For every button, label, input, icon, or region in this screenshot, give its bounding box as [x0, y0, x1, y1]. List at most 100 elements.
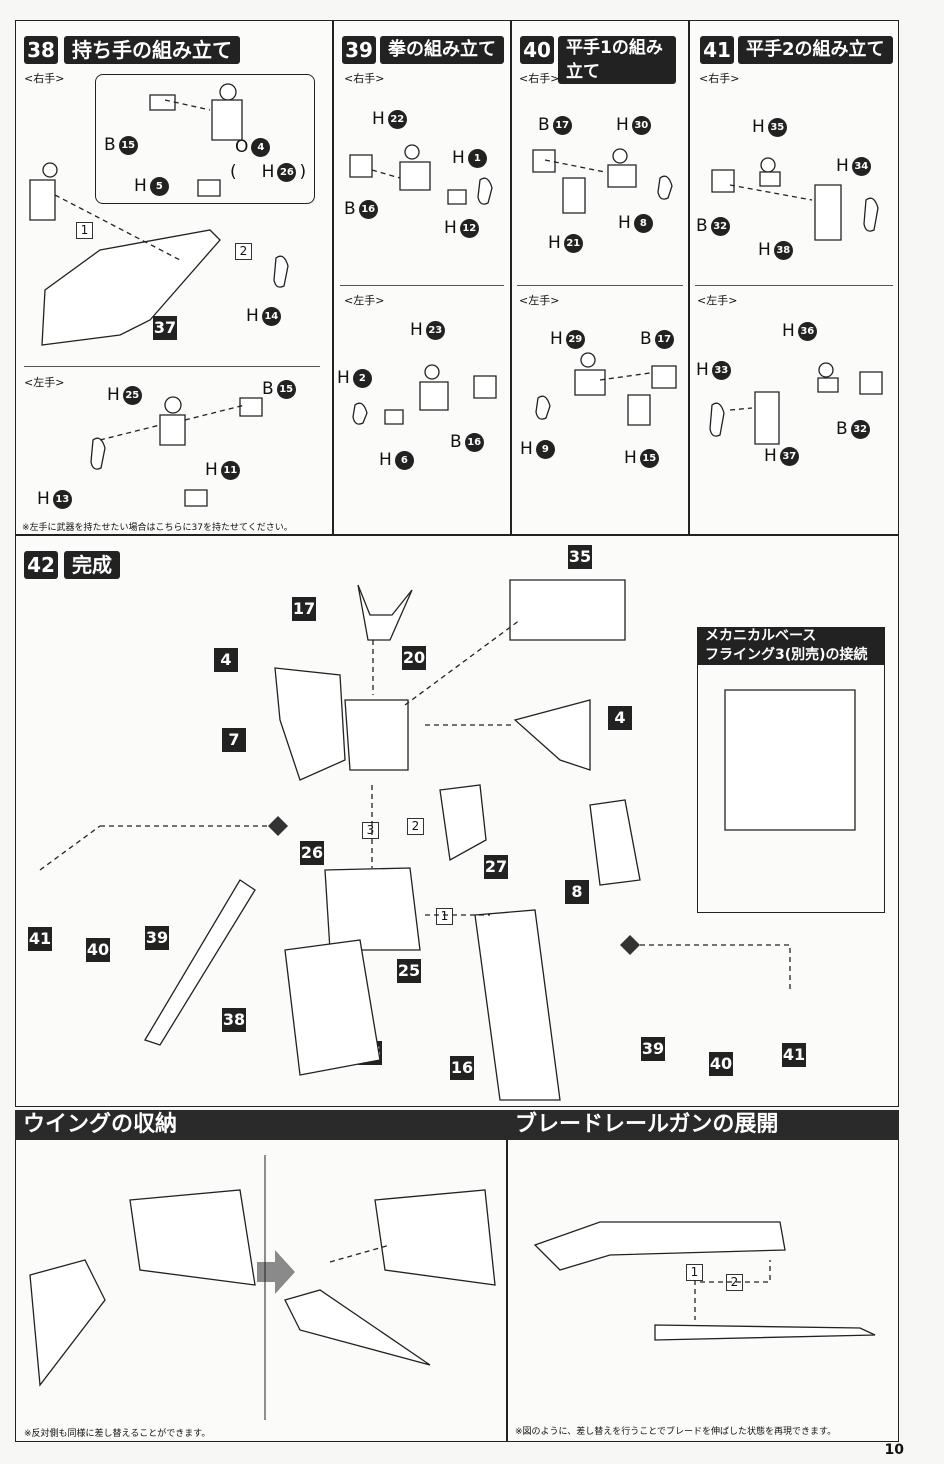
part-letter: H [752, 117, 765, 137]
part-41-label: 41 [28, 927, 52, 951]
finger-sketch [709, 402, 725, 437]
part-number: 16 [358, 199, 378, 219]
part-38-label: 38 [222, 1008, 246, 1032]
part-number: 23 [425, 320, 445, 340]
hand-sketch [349, 154, 373, 178]
step-marker: 2 [407, 818, 424, 835]
right-hand-label: <右手> [699, 72, 740, 85]
part-35-label: 35 [568, 545, 592, 569]
part-39-label: 39 [641, 1037, 665, 1061]
hand-sketch [859, 371, 883, 395]
part-letter: B [836, 419, 848, 439]
left-hand-label: <左手> [24, 376, 65, 389]
part-40-label: 40 [86, 938, 110, 962]
hand-sketch [627, 394, 651, 426]
skirt-27-sketch [439, 784, 487, 862]
part-number: 2 [352, 368, 372, 388]
part-letter: B [450, 432, 462, 452]
part-number: 12 [459, 218, 479, 238]
part-number: 15 [639, 448, 659, 468]
part-number: 29 [565, 329, 585, 349]
part-number: 4 [251, 137, 271, 157]
hand-sketch [159, 414, 186, 446]
part-16-label: 16 [450, 1056, 474, 1080]
assembly-guide-line [164, 99, 211, 111]
right-hand-label: <右手> [24, 72, 65, 85]
rifle-37-sketch [41, 229, 221, 346]
assembly-guide-line [404, 619, 521, 706]
step-38-note: ※左手に武器を持たせたい場合はこちらに37を持たせてください。 [22, 523, 293, 533]
ball-joint-sketch [760, 157, 776, 173]
part-letter: H [550, 329, 563, 349]
step-marker: 2 [726, 1274, 743, 1291]
ball-joint-sketch [219, 83, 237, 101]
finger-sketch [184, 489, 208, 507]
step-marker: 3 [362, 822, 379, 839]
step-marker: 1 [76, 222, 93, 239]
part-letter: H [410, 320, 423, 340]
blade-sketch [654, 1324, 876, 1341]
part-number: 38 [773, 240, 793, 260]
divider [340, 285, 504, 286]
part-letter: H [548, 233, 561, 253]
part-letter: H [452, 148, 465, 168]
assembly-guide-line [700, 1260, 771, 1283]
inset-flying-base-sketch [724, 689, 856, 831]
divider [24, 366, 320, 367]
part-number: 14 [261, 306, 281, 326]
finger-sketch [384, 409, 404, 425]
ball-joint-sketch [404, 144, 420, 160]
part-8-label: 8 [565, 880, 589, 904]
divider [517, 285, 683, 286]
waist-sketch [324, 867, 421, 951]
hand-sketch [239, 397, 263, 417]
inset-title: メカニカルベース フライング3(別売)の接続 [697, 627, 885, 665]
ball-joint-sketch [424, 364, 440, 380]
part-letter: H [246, 306, 259, 326]
torso-sketch [344, 699, 409, 771]
part-letter: H [37, 489, 50, 509]
part-number: 37 [779, 446, 799, 466]
part-letter: H [758, 240, 771, 260]
hand-sketch [711, 169, 735, 193]
assembly-guide-line [39, 825, 268, 871]
hand-sketch [574, 369, 606, 396]
ball-joint-sketch [580, 352, 596, 368]
part-letter: H [782, 321, 795, 341]
part-4-label: 4 [608, 706, 632, 730]
part-letter: H [836, 156, 849, 176]
part-letter: H [107, 385, 120, 405]
finger-sketch [273, 255, 289, 288]
arm-sketch [589, 799, 641, 886]
part-letter: H [372, 109, 385, 129]
part-25-label: 25 [397, 959, 421, 983]
part-number: 17 [552, 115, 572, 135]
step-number: 38 [24, 36, 58, 64]
shoulder-sketch [513, 699, 591, 771]
part-number: 17 [654, 329, 674, 349]
step-number: 41 [700, 36, 734, 64]
wing-blade-sketch [29, 1259, 106, 1387]
right-hand-label: <右手> [519, 72, 560, 85]
hand-sketch [399, 161, 431, 191]
